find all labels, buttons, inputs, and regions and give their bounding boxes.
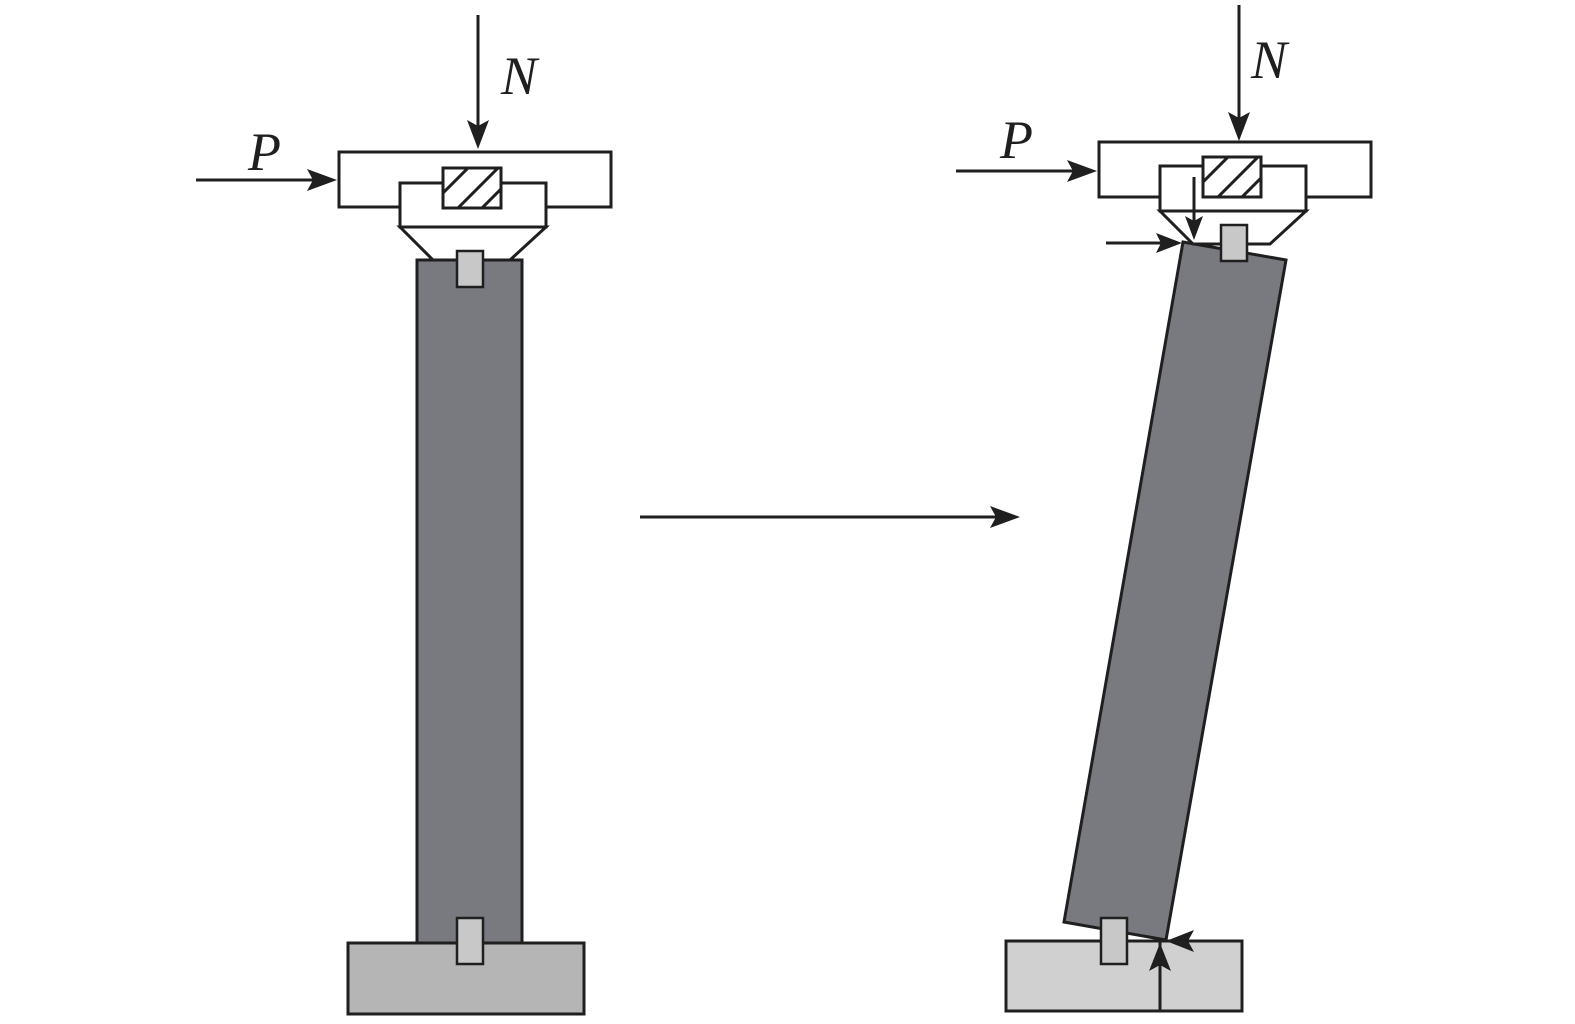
right-base-reaction-vertical-arrow (1149, 943, 1171, 971)
right-top-contact-vertical-arrow (1185, 177, 1203, 240)
initial-state-group: N P (196, 15, 613, 1016)
transition-arrow (640, 506, 1020, 528)
right-base-reaction-horizontal-arrow (1166, 930, 1242, 952)
right-top-contact-horizontal-arrow (1106, 233, 1182, 253)
left-lateral-load-arrow (196, 169, 337, 191)
left-axial-load-arrow (467, 15, 489, 149)
left-column (415, 258, 524, 945)
right-bottom-bearing-plate (1099, 916, 1129, 966)
left-bottom-bearing-plate (455, 916, 485, 966)
left-axial-load-label: N (500, 46, 540, 106)
right-lateral-load-label: P (999, 110, 1033, 170)
right-hinge-block (1201, 155, 1263, 199)
right-lateral-load-arrow (956, 160, 1097, 182)
right-axial-load-arrow (1228, 5, 1250, 141)
right-tilted-column (1062, 240, 1288, 942)
left-load-distributor (396, 225, 550, 262)
right-top-bearing-plate (1219, 223, 1249, 263)
left-lateral-load-label: P (247, 122, 281, 182)
left-hinge-block (441, 166, 503, 210)
left-top-bearing-plate (455, 249, 485, 289)
deformed-state-group: N P (956, 5, 1373, 1013)
right-axial-load-label: N (1250, 30, 1290, 90)
